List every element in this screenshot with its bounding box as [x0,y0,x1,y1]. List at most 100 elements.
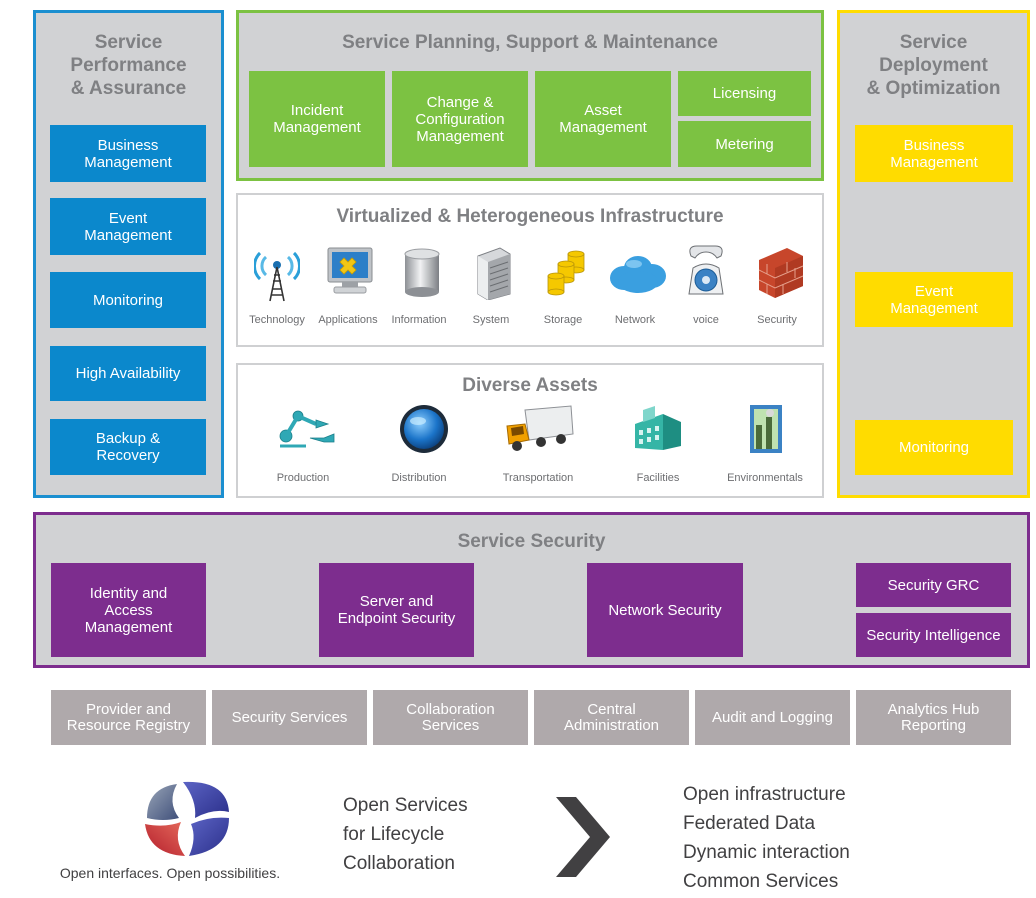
benefit-item: Open infrastructure [683,784,846,805]
box-label: Recovery [96,447,160,464]
box-label: Business [97,136,159,154]
benefit-item: Federated Data [683,813,816,834]
robot-arm-icon [279,410,335,448]
service-label: Reporting [900,716,967,734]
service-label: Resource Registry [66,716,191,734]
deploy-monitoring-box: Monitoring [855,420,1013,475]
chevron-right-icon [556,797,610,877]
box-label: Event [108,209,148,227]
deployment-optimization-column: Service Deployment & Optimization [837,10,1030,498]
assets-title: Diverse Assets [462,375,598,396]
licensing-box: Licensing [678,71,811,116]
database-cylinder-icon [404,248,440,297]
box-label: Access [104,601,153,619]
service-label: Collaboration [406,700,495,718]
tagline: Open interfaces. Open possibilities. [59,865,281,881]
performance-title-line: Service [94,32,163,53]
box-label: Management [84,153,172,171]
box-label: Identity and [89,584,168,602]
service-label: Central [587,700,636,718]
box-label: Monitoring [92,291,164,309]
box-label: Security GRC [887,576,980,594]
infra-item-label: Information [391,314,447,326]
oslc-logo-icon [145,781,229,856]
box-label: Monitoring [898,439,970,456]
benefit-item: Dynamic interaction [683,842,850,863]
benefits-list: Open infrastructure Federated Data Dynam… [683,780,850,896]
firewall-icon [758,248,804,298]
box-label: Change & [426,93,494,111]
box-label: Backup & [95,430,161,447]
box-label: Security Intelligence [866,626,1001,644]
antenna-tower-icon [254,251,300,302]
asset-item-label: Facilities [636,472,680,484]
globe-icon [400,405,448,453]
performance-title: Service Performance & Assurance [36,31,221,100]
box-label: Incident [290,102,344,119]
performance-title-line: Performance [70,55,187,76]
box-label: Asset [584,102,622,119]
deployment-title-line: Deployment [879,55,988,76]
box-label: Management [559,119,647,136]
service-label: Audit and Logging [712,708,833,726]
deployment-title-line: Service [899,32,968,53]
box-label: High Availability [75,365,181,382]
service-label: Administration [563,716,660,734]
box-label: Configuration [415,110,505,128]
infra-item-label: Storage [543,314,583,326]
box-label: Business [903,136,965,154]
deployment-title-line: & Optimization [866,78,1001,99]
box-label: Licensing [712,85,777,102]
service-label: Analytics Hub [887,700,980,718]
lifecycle-line: Collaboration [343,853,455,874]
truck-icon [506,405,574,451]
planning-title: Service Planning, Support & Maintenance [342,32,718,53]
box-label: Management [84,618,173,636]
box-label: Management [890,299,978,317]
perf-backup-recovery-box: Backup &Recovery [50,419,206,475]
infra-item-label: Security [757,314,797,326]
infra-item-label: System [472,314,510,326]
infra-item-label: voice [693,314,719,326]
lifecycle-line: for Lifecycle [343,824,445,845]
cloud-icon [610,256,666,293]
box-label: Management [273,119,361,136]
box-label: Endpoint Security [337,610,456,627]
computer-monitor-icon [327,247,373,294]
infra-item-label: Technology [249,314,305,326]
audit-logging-service: Audit and Logging [695,690,850,745]
performance-title-line: & Assurance [70,78,187,99]
service-label: Security Services [231,708,348,726]
box-label: Server and [359,593,434,610]
server-rack-icon [477,247,511,300]
service-label: Provider and [85,700,172,718]
telephone-icon [688,245,724,295]
perf-high-availability-box: High Availability [50,346,206,401]
box-label: Event [914,282,954,300]
benefit-item: Common Services [683,871,839,892]
lifecycle-line: Open Services [343,795,468,816]
asset-item-label: Distribution [391,472,447,484]
box-label: Management [890,153,978,171]
storage-disks-icon [547,250,585,296]
security-intelligence-box: Security Intelligence [856,613,1011,657]
service-label: Services [421,716,480,734]
infra-item-label: Network [614,314,656,326]
lifecycle-collaboration-text: Open Services for Lifecycle Collaboratio… [343,791,468,878]
building-icon [635,406,681,450]
box-label: Network Security [608,601,722,619]
infra-item-label: Applications [318,314,378,326]
